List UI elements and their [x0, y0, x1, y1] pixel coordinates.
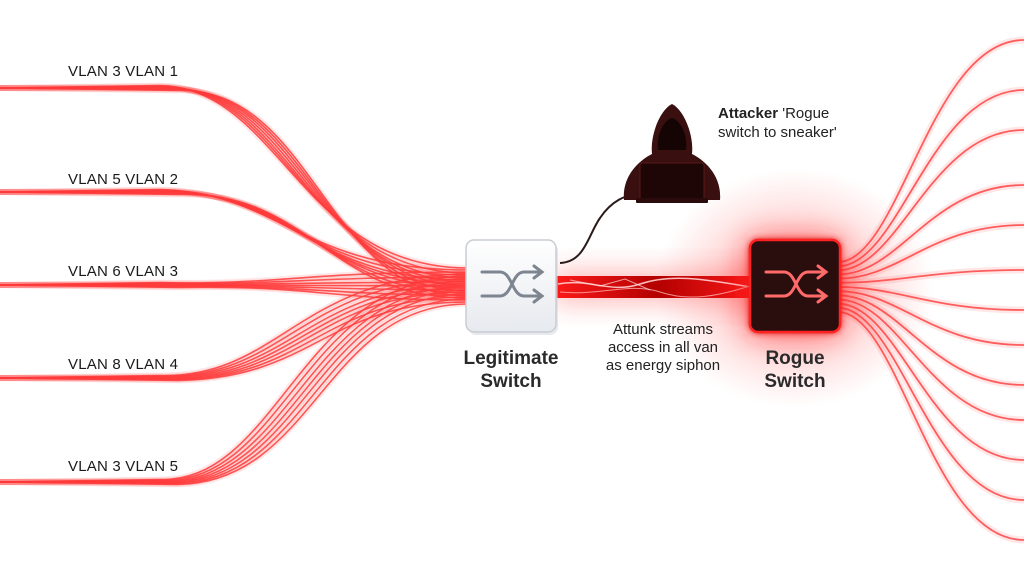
vlan-label-1: VLAN 3 VLAN 1: [68, 63, 179, 80]
legitimate-switch-label-line1: Legitimate: [463, 348, 559, 369]
rogue-switch-label-line1: Rogue: [765, 348, 825, 369]
attacker-caption: Attacker 'Rogue switch to sneaker': [718, 104, 837, 142]
vlan-cable-strand: [0, 285, 469, 483]
rogue-cable-strand: [837, 286, 1024, 311]
rogue-cable-strand: [837, 311, 1024, 541]
vlan-cable-strand: [0, 289, 469, 483]
vlan-cable-strand: [0, 303, 469, 486]
rogue-switch[interactable]: [748, 238, 842, 334]
rogue-cable-strand: [837, 89, 1024, 268]
vlan-cable-strand: [0, 301, 469, 382]
rogue-cable-strand: [837, 298, 1024, 421]
vlan-cable-strand: [0, 278, 469, 379]
attacker-caption-bold: Attacker: [718, 105, 779, 122]
rogue-cable-strand: [837, 129, 1024, 272]
rogue-cable-strand: [837, 269, 1024, 284]
vlan-cable-strand: [0, 287, 469, 379]
vlan-cable-strand: [0, 280, 469, 483]
rogue-cable-strand: [837, 294, 1024, 386]
vlan-label-3: VLAN 6 VLAN 3: [68, 263, 179, 280]
vlan-cable-strand: [0, 296, 469, 381]
attacker-caption-rest: 'Rogue: [778, 105, 830, 122]
vlan-label-5: VLAN 3 VLAN 5: [68, 458, 179, 475]
vlan-label-4: VLAN 8 VLAN 4: [68, 356, 179, 373]
vlan-label-2: VLAN 5 VLAN 2: [68, 171, 179, 188]
vlan-cable-strand: [0, 283, 469, 379]
trunk-link: [552, 272, 762, 302]
switch-arrows-icon: [764, 264, 829, 304]
vlan-cable-strand: [0, 291, 469, 380]
attacker-caption-line2: switch to sneaker': [718, 124, 837, 141]
rogue-cable-strand: [837, 39, 1024, 263]
rogue-cable-strand: [837, 184, 1024, 276]
legitimate-switch[interactable]: [465, 239, 558, 335]
rogue-cable-strand: [837, 224, 1024, 280]
trunk-caption-line3: as energy siphon: [605, 357, 721, 374]
vlan-cable-strand: [0, 273, 469, 379]
rogue-switch-label-line2: Switch: [764, 371, 826, 392]
rogue-switch-label: Rogue Switch: [735, 347, 855, 393]
vlan-cable-strand: [0, 298, 469, 485]
hooded-hacker-icon: [623, 104, 721, 203]
attacker-cable: [559, 191, 641, 264]
rogue-cable-strand: [837, 302, 1024, 461]
rogue-cable-strand: [837, 290, 1024, 346]
vlan-cables-left: [0, 82, 471, 488]
vlan-cable-strand: [0, 275, 469, 483]
vlan-cables-right: [834, 36, 1024, 544]
switch-arrows-icon: [480, 264, 545, 304]
rogue-cable-strand: [837, 306, 1024, 501]
trunk-caption: Attunk streams access in all van as ener…: [588, 321, 738, 375]
trunk-caption-line2: access in all van: [607, 339, 719, 356]
legitimate-switch-label-line2: Switch: [480, 371, 542, 392]
trunk-caption-line1: Attunk streams: [612, 321, 714, 338]
legitimate-switch-label: Legitimate Switch: [451, 347, 571, 393]
vlan-cable-strand: [0, 293, 469, 484]
